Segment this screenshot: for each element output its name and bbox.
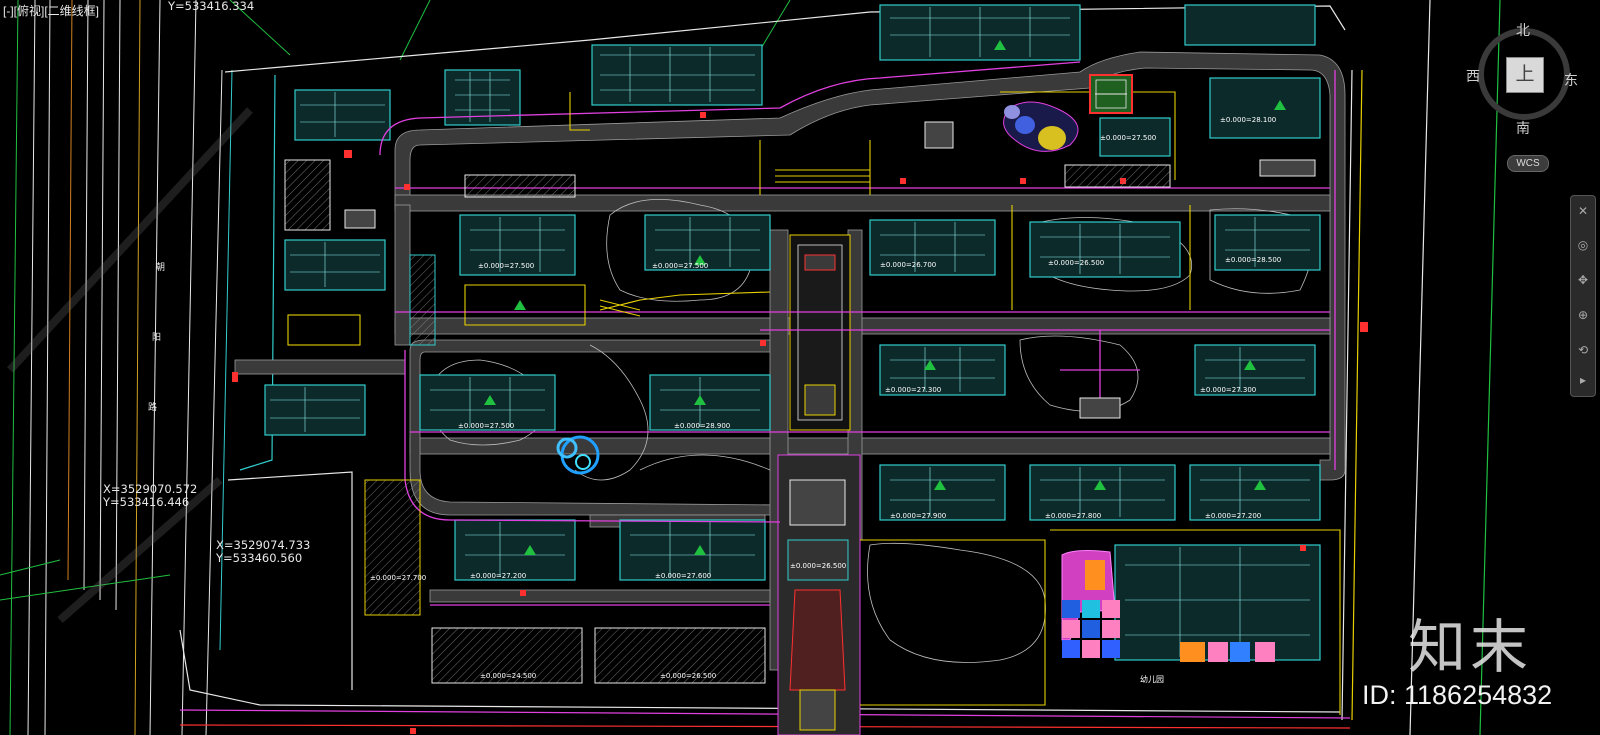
elev-label: ±0.000=27.300: [885, 386, 941, 394]
fountain-circles: [556, 435, 600, 475]
elev-label: ±0.000=27.500: [652, 262, 708, 270]
elev-label: ±0.000=28.100: [1220, 116, 1276, 124]
sports-court: [1089, 74, 1133, 114]
showmotion-icon[interactable]: ▸: [1579, 373, 1587, 387]
viewport-menu-toggle[interactable]: [-]: [3, 4, 14, 18]
brand-watermark: 知末: [1408, 613, 1533, 681]
elevation-labels: ±0.000=27.500 ±0.000=27.500 ±0.000=26.70…: [370, 116, 1281, 684]
yellow-boundary-lines: [287, 91, 1341, 715]
viewport-controls-label: [-][俯视][二维线框]: [3, 2, 99, 19]
wcs-menu-button[interactable]: WCS: [1507, 155, 1549, 172]
viewcube-compass-ring[interactable]: [1478, 28, 1570, 120]
top-coordinate-readout: Y=533416.334: [168, 0, 254, 13]
site-boundary: [179, 0, 1501, 735]
walkway-lines: [379, 61, 1336, 606]
kindergarten-play-area: [1061, 550, 1275, 662]
elev-label: ±0.000=27.500: [478, 262, 534, 270]
image-id-label: ID: 1186254832: [1362, 680, 1553, 710]
viewcube-top-face[interactable]: 上: [1506, 57, 1544, 93]
elev-label: ±0.000=27.800: [1045, 512, 1101, 520]
kindergarten-label: 幼儿园: [1140, 674, 1164, 684]
green-markers: [484, 40, 1286, 555]
coord-y: Y=533416.446: [103, 495, 190, 509]
elev-label: ±0.000=27.200: [470, 572, 526, 580]
elev-label: ±0.000=27.300: [1200, 386, 1256, 394]
road-name: 朝 阳 路: [148, 262, 165, 413]
visual-style-menu[interactable]: [二维线框]: [44, 4, 100, 18]
elev-label: ±0.000=27.600: [655, 572, 711, 580]
elev-label: ±0.000=24.500: [480, 672, 536, 680]
road-char: 路: [148, 401, 157, 413]
central-plaza-stairs: [599, 169, 870, 317]
water-feature-pond: [1003, 101, 1079, 152]
pan-icon[interactable]: ✥: [1577, 273, 1589, 287]
navbar-close-icon[interactable]: ✕: [1577, 204, 1589, 218]
elev-label: ±0.000=26.700: [880, 261, 936, 269]
elev-label: ±0.000=26.500: [660, 672, 716, 680]
elev-label: ±0.000=27.500: [1100, 134, 1156, 142]
street-lines: [0, 0, 791, 735]
elev-label: ±0.000=28.900: [674, 422, 730, 430]
compass-north[interactable]: 北: [1516, 23, 1530, 39]
viewcube[interactable]: 北 南 东 西 上: [1466, 20, 1580, 137]
zoom-icon[interactable]: ⊕: [1577, 308, 1589, 322]
elev-label: ±0.000=27.500: [458, 422, 514, 430]
orbit-icon[interactable]: ⟲: [1577, 343, 1589, 357]
elev-label: ±0.000=27.200: [1205, 512, 1261, 520]
steering-wheel-icon[interactable]: ◎: [1577, 238, 1589, 252]
compass-west[interactable]: 西: [1466, 69, 1480, 85]
view-direction-menu[interactable]: [俯视]: [13, 4, 45, 18]
commercial-blocks: [284, 121, 1316, 684]
elev-label: ±0.000=26.500: [1048, 259, 1104, 267]
navigation-bar: ✕ ◎ ✥ ⊕ ⟲ ▸: [1570, 195, 1596, 397]
coord-y: Y=533416.334: [168, 0, 255, 13]
elev-label: ±0.000=27.700: [370, 574, 426, 582]
coord-x: X=3529074.733: [216, 538, 311, 552]
faint-watermark-lines: [7, 107, 253, 624]
elev-label: ±0.000=28.500: [1225, 256, 1281, 264]
building-details: [270, 7, 1310, 657]
compass-south[interactable]: 南: [1516, 121, 1530, 137]
central-axis: [777, 234, 861, 735]
elev-label: ±0.000=27.900: [890, 512, 946, 520]
left-coordinate-readout: X=3529070.572 Y=533416.446: [103, 483, 197, 509]
road-char: 朝: [156, 262, 165, 273]
elev-label: ±0.000=26.500: [790, 562, 846, 570]
compass-east[interactable]: 东: [1564, 73, 1578, 89]
coord-x: X=3529070.572: [103, 482, 198, 496]
mid-coordinate-readout: X=3529074.733 Y=533460.560: [216, 539, 310, 565]
road-char: 阳: [152, 332, 161, 343]
coord-y: Y=533460.560: [216, 551, 303, 565]
